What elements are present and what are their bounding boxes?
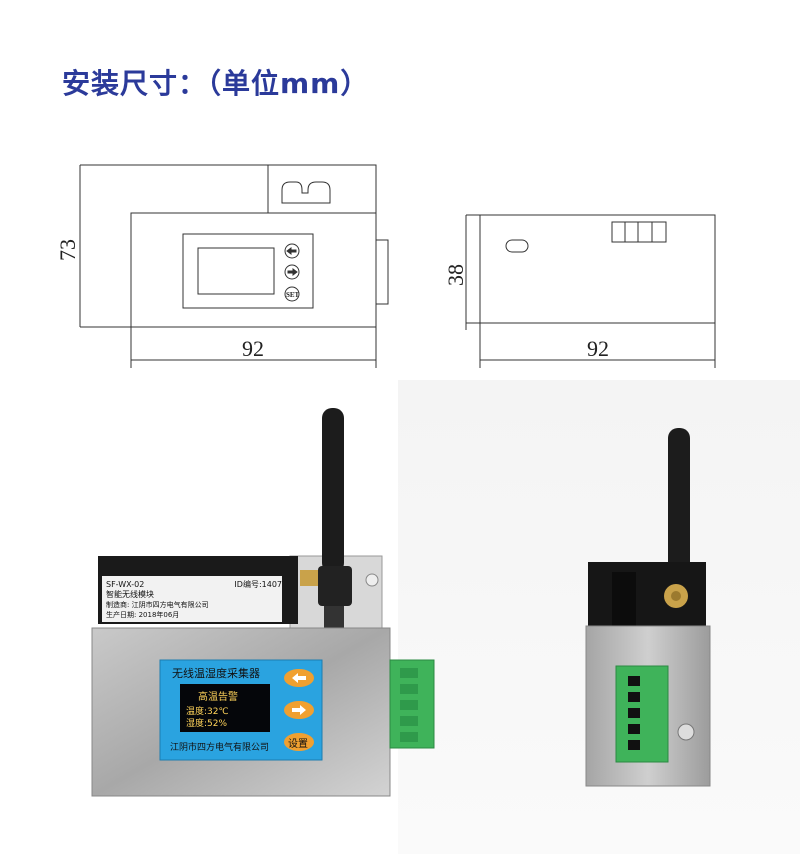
front-screen <box>197 247 275 295</box>
screen-humidity: 湿度:52% <box>186 719 228 729</box>
front-height-label: 73 <box>55 239 80 261</box>
antenna <box>322 408 344 573</box>
side-connector <box>611 221 667 243</box>
panel-title: 无线温湿度采集器 <box>172 667 260 680</box>
front-view-drawing <box>79 164 389 368</box>
set-button-photo <box>284 733 314 751</box>
oled-screen <box>180 684 270 732</box>
module-model: SF-WX-02 <box>106 580 145 589</box>
left-button <box>284 243 300 259</box>
photo-left <box>91 408 435 797</box>
module-label-text: SF-WX-02 ID编号:1407 智能无线模块 制造商: 江阴市四方电气有限… <box>106 580 282 620</box>
set-button-shape <box>284 286 300 302</box>
page-title: 安装尺寸：（单位mm） <box>62 67 370 100</box>
terminal-block <box>375 239 389 305</box>
side-slot <box>505 239 529 253</box>
side-height-label: 38 <box>443 264 468 286</box>
ground-screw <box>677 723 695 741</box>
panel-set-label: 设置 <box>288 739 308 750</box>
front-panel <box>182 233 314 309</box>
side-width-label: 92 <box>587 336 609 361</box>
antenna-connector <box>300 570 320 586</box>
front-width-label: 92 <box>242 336 264 361</box>
panel-company: 江阴市四方电气有限公司 <box>170 743 270 753</box>
module-label-sticker <box>102 576 282 622</box>
dimension-drawings: SET 73 92 38 92 <box>55 164 716 368</box>
terminal-block-right <box>615 665 669 763</box>
module-date: 生产日期: 2018年06月 <box>106 611 180 619</box>
photo-right <box>585 428 711 787</box>
right-button <box>284 264 300 280</box>
module-name: 智能无线模块 <box>106 590 154 599</box>
side-body <box>479 214 716 324</box>
side-view-drawing <box>465 214 716 368</box>
screen-temp: 温度:32℃ <box>186 707 229 717</box>
module-id: ID编号:1407 <box>234 580 282 589</box>
bracket-hole <box>281 181 331 204</box>
module-maker: 制造商: 江阴市四方电气有限公司 <box>106 601 209 609</box>
module-right <box>588 562 706 628</box>
antenna-right <box>668 428 690 578</box>
screen-alarm: 高温告警 <box>198 692 238 703</box>
set-button-label: SET <box>286 291 300 299</box>
